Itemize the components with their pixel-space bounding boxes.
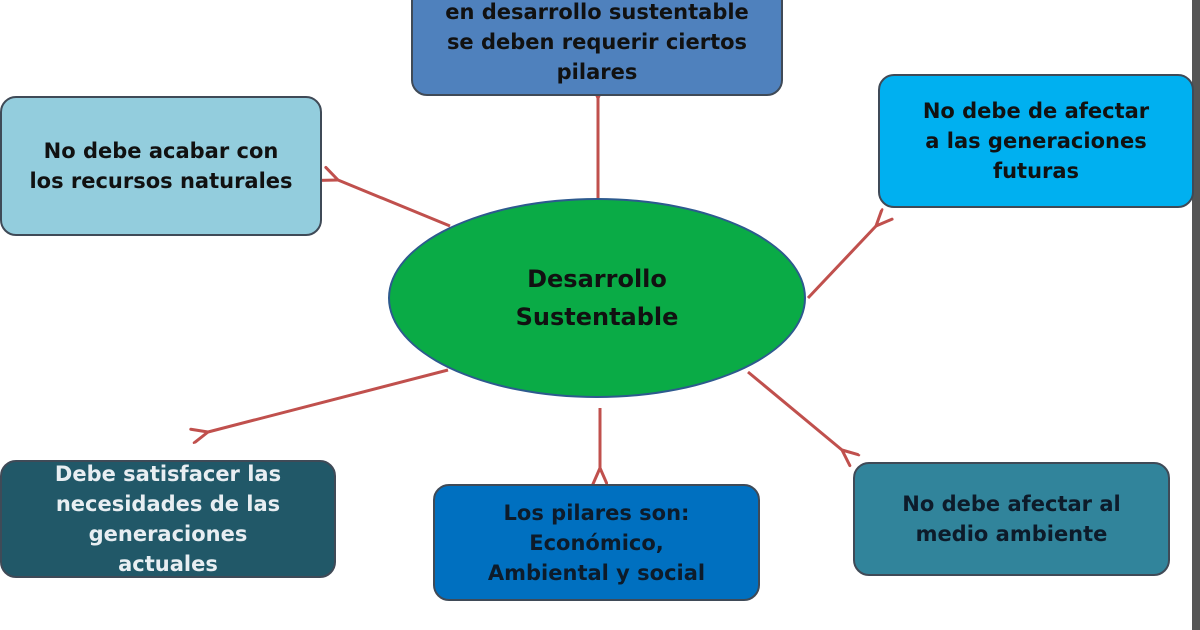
node-right-label: No debe de afectar a las generaciones fu… xyxy=(922,99,1150,183)
center-node-desarrollo-sustentable: Desarrollo Sustentable xyxy=(388,198,806,398)
center-node-label: Desarrollo Sustentable xyxy=(515,265,679,331)
node-bottom-right-label: No debe afectar al medio ambiente xyxy=(902,492,1121,546)
node-left-recursos-naturales: No debe acabar con los recursos naturale… xyxy=(0,96,322,236)
node-left-label: No debe acabar con los recursos naturale… xyxy=(29,139,293,193)
node-bottom-center-pilares: Los pilares son: Económico, Ambiental y … xyxy=(433,484,760,601)
arrow-to-left xyxy=(338,180,451,228)
node-top-label: en desarrollo sustentable se deben reque… xyxy=(445,0,749,84)
node-bottom-right-medio-ambiente: No debe afectar al medio ambiente xyxy=(853,462,1170,576)
arrow-to-right xyxy=(806,226,876,300)
node-bottom-left-generaciones-actuales: Debe satisfacer las necesidades de las g… xyxy=(0,460,336,578)
node-right-generaciones-futuras: No debe de afectar a las generaciones fu… xyxy=(878,74,1194,208)
arrow-to-bottom-right xyxy=(747,370,842,450)
arrow-to-bottom-left xyxy=(208,368,449,432)
node-top-pilares: en desarrollo sustentable se deben reque… xyxy=(411,0,783,96)
node-bottom-left-label: Debe satisfacer las necesidades de las g… xyxy=(54,462,282,576)
node-bottom-center-label: Los pilares son: Económico, Ambiental y … xyxy=(487,500,706,585)
window-right-border xyxy=(1192,0,1200,630)
